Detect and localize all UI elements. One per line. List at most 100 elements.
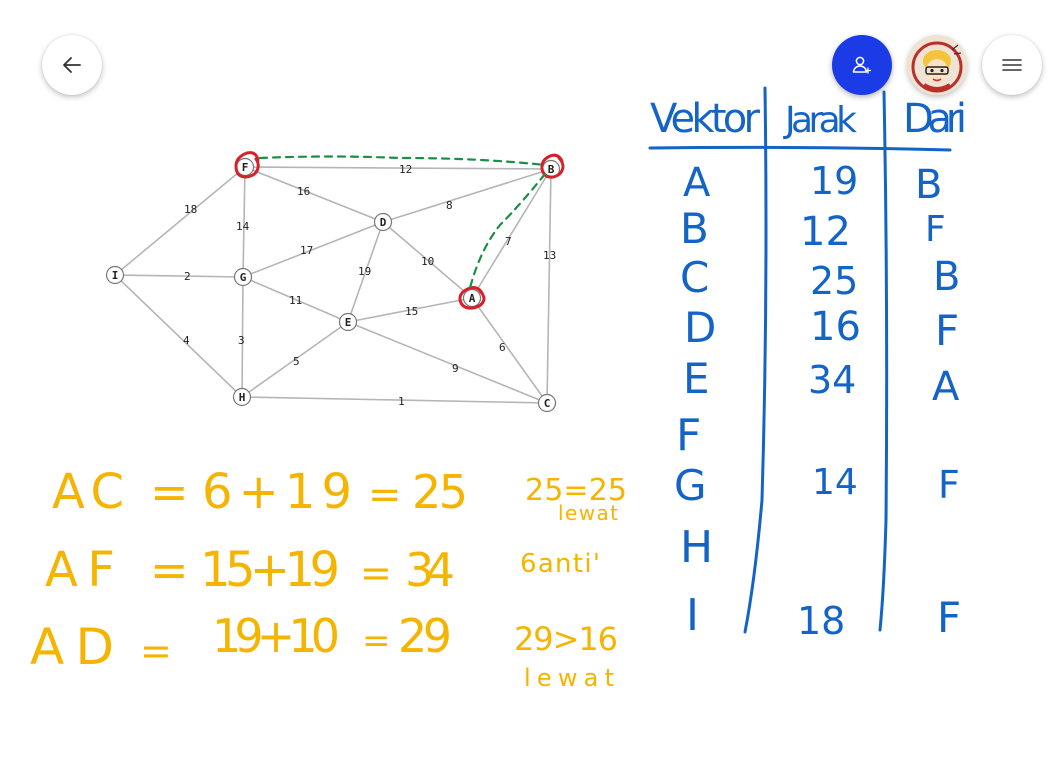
edge-G-H — [241, 276, 244, 398]
note-1-left: AC — [52, 464, 124, 520]
node-D — [373, 212, 393, 232]
row-D-dari: F — [935, 306, 959, 355]
invite-collaborator-button[interactable] — [832, 35, 892, 95]
edge-F-B — [244, 166, 552, 170]
row-G-jarak: 14 — [812, 462, 858, 503]
row-A-vektor: A — [683, 160, 711, 206]
weight-F-D: 16 — [297, 185, 310, 198]
table-header-rule — [648, 145, 952, 152]
node-label-I: I — [112, 269, 119, 282]
comment-lewat-1: lewat — [558, 501, 618, 525]
note-3-eq: = — [140, 629, 172, 673]
edge-I-G — [114, 274, 244, 278]
note-1-eq2: = — [368, 472, 402, 518]
weight-D-B: 8 — [446, 199, 453, 212]
add-person-icon — [850, 53, 874, 77]
weight-I-H: 4 — [183, 334, 190, 347]
menu-button[interactable] — [982, 35, 1042, 95]
row-E-dari: A — [932, 364, 960, 410]
node-E — [338, 312, 358, 332]
node-label-E: E — [345, 316, 352, 329]
comment-lewat-2: lewat — [524, 664, 614, 692]
node-label-G: G — [240, 271, 247, 284]
weight-G-D: 17 — [300, 244, 313, 257]
weight-F-G: 14 — [236, 220, 250, 233]
edge-D-A — [382, 221, 473, 299]
edge-I-F — [114, 166, 246, 276]
row-I-vektor: I — [686, 590, 699, 641]
row-I-dari: F — [937, 593, 961, 642]
edge-F-G — [242, 166, 246, 278]
weight-G-H: 3 — [238, 334, 245, 347]
hamburger-menu-icon — [1001, 54, 1023, 76]
weight-A-C: 6 — [499, 341, 506, 354]
node-label-B: B — [548, 163, 555, 176]
node-label-A: A — [469, 292, 476, 305]
weighted-graph-diagram: 12 16 18 14 8 17 7 13 2 19 10 11 15 4 3 … — [105, 157, 561, 413]
edge-D-B — [382, 168, 552, 223]
edge-G-D — [242, 221, 384, 278]
row-G-dari: F — [938, 463, 960, 507]
note-3-expr: 19+10 — [212, 609, 340, 663]
row-D-jarak: 16 — [810, 304, 861, 350]
row-I-jarak: 18 — [797, 599, 845, 643]
weight-H-E: 5 — [293, 355, 300, 368]
node-G — [233, 267, 253, 287]
weight-I-G: 2 — [184, 270, 191, 283]
node-label-F: F — [242, 161, 249, 174]
edge-H-C — [241, 396, 548, 404]
avatar[interactable] — [907, 35, 967, 95]
comment-6-anti: 6anti' — [520, 549, 600, 579]
edge-I-H — [114, 274, 243, 398]
row-C-jarak: 25 — [810, 259, 858, 303]
row-A-jarak: 19 — [810, 159, 858, 203]
back-button[interactable] — [42, 35, 102, 95]
note-3-left: AD — [30, 618, 114, 676]
avatar-image — [907, 35, 967, 95]
node-label-H: H — [239, 391, 246, 404]
comment-25-eq-25: 25=25 — [525, 473, 627, 508]
table-header-vektor: Vektor — [650, 96, 761, 142]
edge-B-C — [546, 168, 552, 404]
node-label-C: C — [544, 397, 551, 410]
row-D-vektor: D — [684, 303, 716, 352]
note-2-eq: = — [150, 543, 189, 597]
ink-notes: AC = 6+19 = 25 AF = 15+19 = 34 AD = 19+1… — [30, 464, 627, 692]
row-C-vektor: C — [680, 253, 709, 302]
weight-A-B: 7 — [505, 235, 512, 248]
table-header-dari: Dari — [903, 96, 967, 142]
weight-H-C: 1 — [398, 395, 405, 408]
graph-nodes: F B D I G A E H C — [105, 157, 561, 413]
table-column-divider-1 — [743, 86, 768, 634]
node-C — [537, 393, 557, 413]
weight-B-C: 13 — [543, 249, 556, 262]
weight-D-E: 19 — [358, 265, 371, 278]
weight-E-C: 9 — [452, 362, 459, 375]
edge-E-C — [347, 321, 548, 404]
weight-G-E: 11 — [289, 294, 302, 307]
node-I — [105, 265, 125, 285]
note-2-left: AF — [45, 542, 115, 598]
ink-distance-table: Vektor Jarak Dari A 19 B B 12 F C 25 B D… — [648, 86, 967, 643]
row-E-vektor: E — [683, 354, 710, 403]
note-1-result: 25 — [412, 465, 468, 519]
edge-G-E — [242, 276, 349, 323]
row-F-vektor: F — [676, 410, 701, 461]
graph-edges — [114, 166, 552, 404]
edge-D-E — [347, 221, 384, 323]
weight-F-B: 12 — [399, 163, 412, 176]
edge-E-A — [347, 297, 473, 323]
edge-H-E — [241, 321, 349, 398]
row-B-jarak: 12 — [800, 209, 851, 255]
note-3-result: 29 — [398, 609, 452, 663]
note-1-eq: = — [150, 465, 189, 519]
note-2-eq2: = — [360, 551, 392, 595]
edge-A-C — [471, 297, 548, 404]
weight-D-A: 10 — [421, 255, 434, 268]
row-G-vektor: G — [674, 461, 707, 510]
row-B-dari: F — [925, 209, 946, 250]
row-B-vektor: B — [680, 204, 709, 253]
row-H-vektor: H — [680, 522, 713, 573]
table-column-divider-2 — [878, 90, 889, 632]
